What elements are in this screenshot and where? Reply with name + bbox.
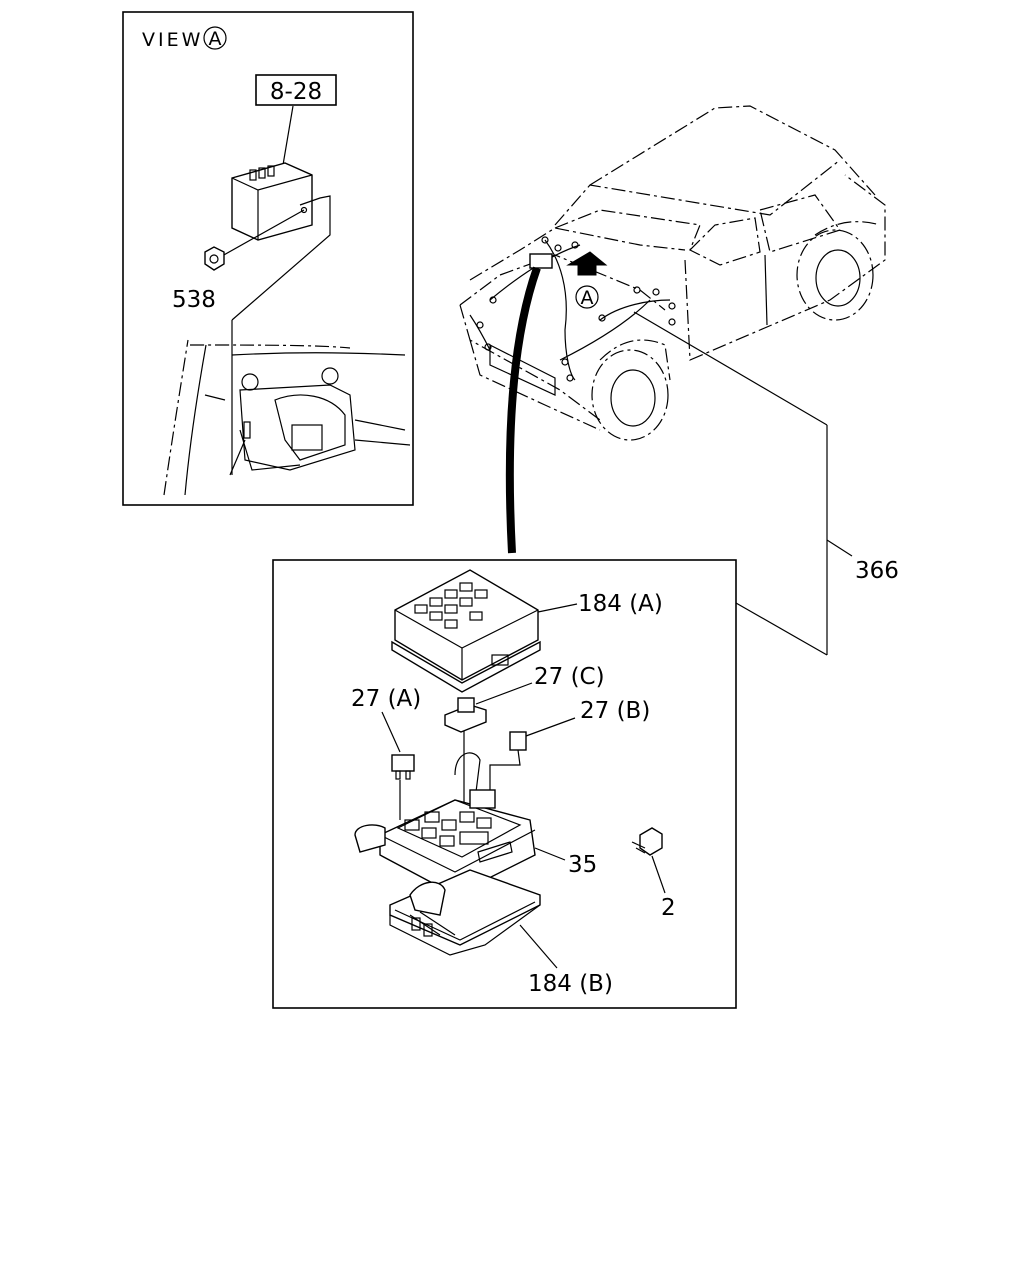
view-a-inset: VIEW A 8-28 538 — [122, 11, 414, 506]
part-35-label: 35 — [568, 852, 597, 878]
vehicle-view-marker: A — [581, 287, 594, 309]
fuse-box-body — [354, 752, 536, 896]
vehicle-marker-circle — [575, 285, 599, 309]
part-27b-label: 27 (B) — [580, 698, 650, 724]
part-366-label: 366 — [855, 558, 899, 584]
bolt-axis-line — [221, 209, 305, 257]
fuse-box-detail: 184 (A) 27 (C) 27 (A) 27 (B) — [272, 559, 737, 1009]
view-a-marker-circle — [203, 26, 227, 50]
leader-184b — [519, 924, 558, 969]
harness-366-leader: 366 — [633, 311, 899, 656]
engine-bay-sketch — [163, 320, 411, 496]
view-arrow-icon — [566, 251, 608, 276]
part-538-label: 538 — [172, 287, 216, 313]
part-184a-label: 184 (A) — [578, 591, 663, 617]
vehicle-wiring — [469, 236, 676, 382]
vehicle-illustration: A — [459, 105, 886, 441]
leader-27c — [475, 682, 533, 705]
view-a-title: VIEW — [142, 29, 203, 51]
fuse-box-cover — [391, 569, 541, 693]
leader-184a — [537, 603, 578, 613]
leader-2 — [651, 855, 666, 894]
part-2-label: 2 — [661, 895, 676, 921]
relay-module — [231, 162, 313, 241]
view-a-frame — [122, 11, 414, 506]
part-27a-label: 27 (A) — [351, 686, 421, 712]
leader-35 — [534, 847, 566, 861]
ref-code-leader — [282, 105, 294, 166]
bracket-outline — [231, 195, 331, 321]
relay-27c — [444, 697, 487, 733]
axis-27b — [489, 749, 521, 790]
ref-code-box — [255, 74, 337, 106]
detail-frame — [272, 559, 737, 1009]
nut-538 — [204, 246, 225, 271]
ref-code-label: 8-28 — [270, 79, 322, 105]
part-184b-label: 184 (B) — [528, 971, 613, 997]
relay-27b — [509, 731, 527, 751]
view-a-marker: A — [209, 28, 222, 50]
leader-27b — [525, 717, 576, 737]
part-27c-label: 27 (C) — [534, 664, 605, 690]
fuse-27a — [391, 754, 415, 780]
detail-callout-connector — [505, 266, 541, 554]
terminal-2 — [631, 827, 663, 856]
vehicle-fuse-box — [529, 253, 553, 269]
fuse-box-lower-case — [389, 869, 541, 956]
leader-27a — [381, 711, 401, 753]
